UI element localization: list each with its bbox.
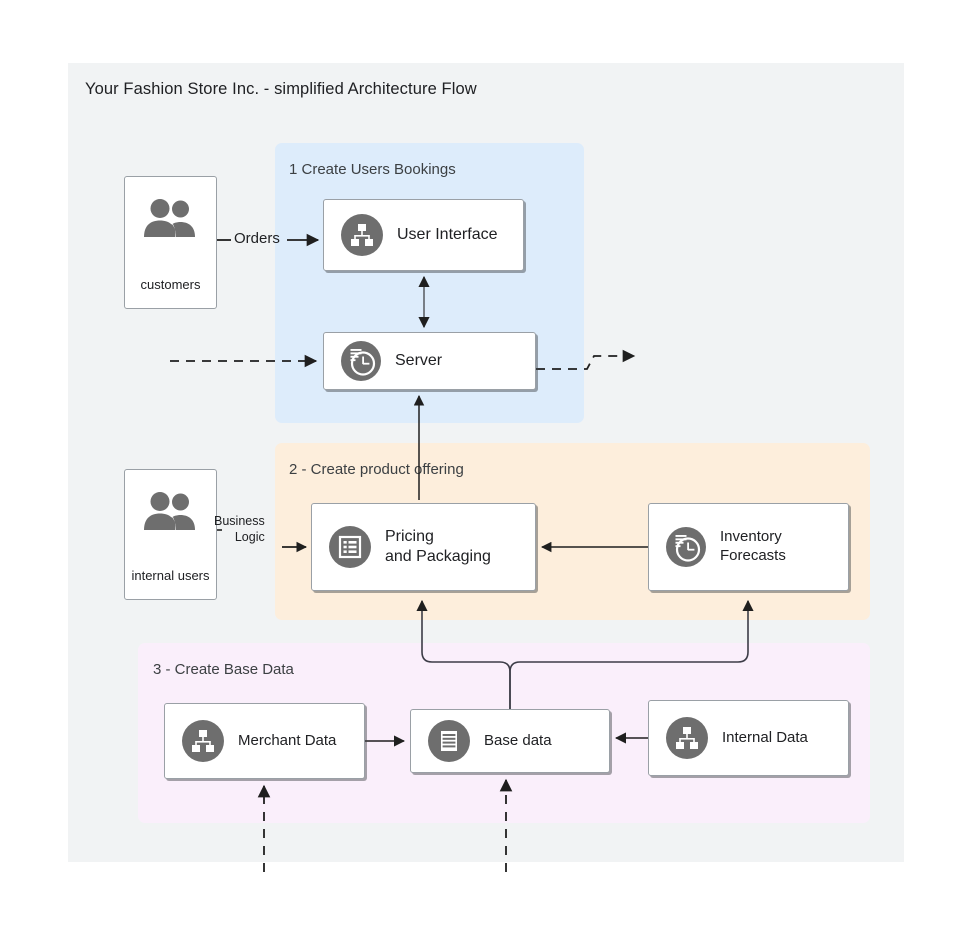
- node-user-interface[interactable]: User Interface: [323, 199, 524, 271]
- clock-history-icon: [341, 341, 381, 381]
- people-icon: [125, 199, 216, 239]
- list-icon: [329, 526, 371, 568]
- page-title: Your Fashion Store Inc. - simplified Arc…: [85, 80, 477, 98]
- node-base-data[interactable]: Base data: [410, 709, 610, 773]
- node-inventory-label: Inventory Forecasts: [720, 528, 786, 564]
- clock-history-icon: [666, 527, 706, 567]
- group-label-1: 1 Create Users Bookings: [289, 161, 456, 178]
- actor-customers[interactable]: customers: [124, 176, 217, 309]
- database-icon: [428, 720, 470, 762]
- node-merchant-data[interactable]: Merchant Data: [164, 703, 365, 779]
- edge-label-business-logic: Business Logic: [214, 514, 265, 544]
- group-label-2: 2 - Create product offering: [289, 461, 464, 478]
- node-server-label: Server: [395, 352, 443, 369]
- actor-internal-users[interactable]: internal users: [124, 469, 217, 600]
- hierarchy-icon: [341, 214, 383, 256]
- node-pricing-label: Pricing and Packaging: [385, 528, 491, 565]
- hierarchy-icon: [182, 720, 224, 762]
- node-server[interactable]: Server: [323, 332, 536, 390]
- edge-label-orders: Orders: [234, 230, 280, 247]
- hierarchy-icon: [666, 717, 708, 759]
- node-merchant-data-label: Merchant Data: [238, 731, 337, 749]
- people-icon: [125, 492, 216, 532]
- actor-customers-label: customers: [140, 277, 201, 292]
- node-internal-data[interactable]: Internal Data: [648, 700, 849, 776]
- node-internal-data-label: Internal Data: [722, 728, 808, 746]
- node-user-interface-label: User Interface: [397, 226, 498, 243]
- actor-internal-users-label: internal users: [131, 568, 210, 583]
- node-pricing-and-packaging[interactable]: Pricing and Packaging: [311, 503, 536, 591]
- node-base-data-label: Base data: [484, 731, 552, 749]
- node-inventory-forecasts[interactable]: Inventory Forecasts: [648, 503, 849, 591]
- group-label-3: 3 - Create Base Data: [153, 661, 294, 678]
